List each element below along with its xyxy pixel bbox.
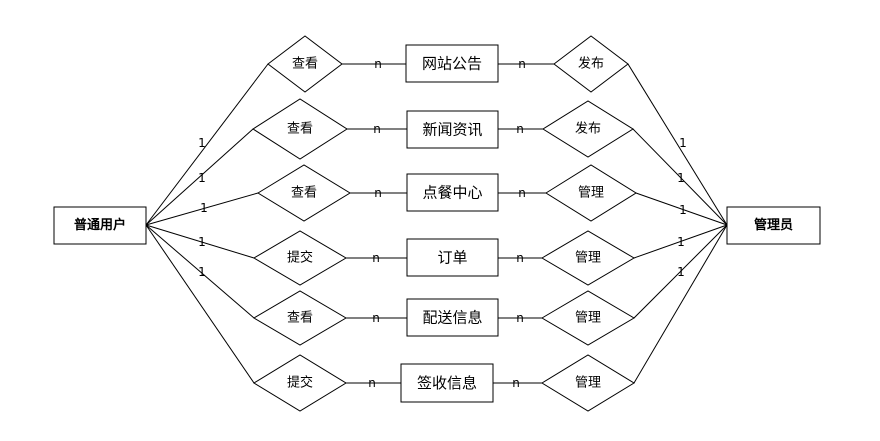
relationship-label-left: 查看	[292, 56, 318, 72]
user-to-relationship-line	[145, 192, 259, 226]
relationship-diamond-right	[541, 230, 635, 286]
cardinality-label-user: 1	[198, 235, 206, 249]
entity-label: 签收信息	[417, 374, 477, 392]
cardinality-label-entity-right: n	[516, 122, 524, 136]
relationship-diamond-left	[253, 230, 347, 286]
relationship-label-left: 查看	[287, 310, 313, 326]
user-to-relationship-line	[145, 224, 255, 259]
entity-box	[406, 238, 499, 277]
entity-box	[405, 44, 499, 83]
entity-box	[406, 110, 499, 149]
admin-entity-label: 管理员	[754, 217, 793, 233]
relationship-diamond-left	[253, 290, 347, 346]
cardinality-label-entity-left: n	[368, 376, 376, 390]
relationship-label-right: 发布	[578, 56, 604, 72]
relationship-diamond-left	[253, 354, 347, 412]
user-to-relationship-line	[145, 224, 255, 384]
relationship-to-admin-line	[633, 224, 728, 384]
cardinality-label-entity-left: n	[372, 251, 380, 265]
cardinality-label-admin: 1	[677, 171, 685, 185]
entity-box	[406, 298, 499, 337]
cardinality-label-admin: 1	[677, 235, 685, 249]
cardinality-label-admin: 1	[679, 203, 687, 217]
relationship-diamond-right	[545, 164, 637, 222]
entity-box	[400, 363, 494, 403]
cardinality-label-entity-left: n	[373, 122, 381, 136]
relationship-to-admin-line	[633, 224, 728, 319]
relationship-diamond-left	[252, 98, 348, 160]
relationship-label-right: 管理	[575, 311, 601, 326]
relationship-label-right: 管理	[578, 186, 604, 201]
relationship-to-admin-line	[627, 63, 728, 226]
cardinality-label-user: 1	[198, 136, 206, 150]
entity-label: 网站公告	[422, 55, 482, 73]
cardinality-label-entity-right: n	[512, 376, 520, 390]
relationship-label-right: 发布	[575, 121, 601, 137]
cardinality-label-entity-right: n	[518, 186, 526, 200]
relationship-label-left: 提交	[287, 375, 313, 391]
relationship-diamond-left	[257, 164, 351, 222]
cardinality-label-entity-right: n	[516, 251, 524, 265]
relationship-diamond-right	[542, 100, 634, 158]
relationship-diamond-right	[541, 290, 635, 346]
cardinality-label-entity-right: n	[516, 311, 524, 325]
cardinality-label-entity-left: n	[374, 57, 382, 71]
user-to-relationship-line	[145, 224, 255, 319]
user-to-relationship-line	[145, 63, 269, 226]
entity-box	[406, 173, 499, 212]
relationship-diamond-left	[267, 35, 343, 93]
entity-label: 订单	[437, 249, 467, 267]
cardinality-label-user: 1	[200, 201, 208, 215]
relationship-label-left: 查看	[287, 121, 313, 137]
connector-lines	[145, 63, 728, 384]
cardinality-label-admin: 1	[677, 265, 685, 279]
relationship-to-admin-line	[635, 192, 728, 226]
relationship-label-left: 查看	[291, 185, 317, 201]
cardinality-label-entity-left: n	[372, 311, 380, 325]
user-entity-label: 普通用户	[74, 217, 126, 233]
relationship-label-right: 管理	[575, 251, 601, 266]
relationship-to-admin-line	[633, 224, 728, 259]
entity-label: 新闻资讯	[422, 121, 482, 139]
cardinality-label-entity-right: n	[518, 57, 526, 71]
entity-label: 配送信息	[422, 309, 482, 327]
cardinality-label-admin: 1	[679, 136, 687, 150]
user-entity-box	[53, 206, 147, 245]
relationship-diamond-right	[541, 354, 635, 412]
relationship-label-right: 管理	[575, 376, 601, 391]
admin-entity: 管理员	[726, 206, 821, 245]
cardinality-label-user: 1	[198, 265, 206, 279]
cardinality-label-entity-left: n	[374, 186, 382, 200]
user-to-relationship-line	[145, 128, 254, 226]
entity-label: 点餐中心	[422, 184, 482, 202]
cardinality-label-user: 1	[198, 171, 206, 185]
admin-entity-box	[726, 206, 821, 245]
relationship-to-admin-line	[632, 128, 728, 226]
user-entity: 普通用户	[53, 206, 147, 245]
relationship-diamond-right	[553, 35, 629, 93]
relationship-label-left: 提交	[287, 250, 313, 266]
